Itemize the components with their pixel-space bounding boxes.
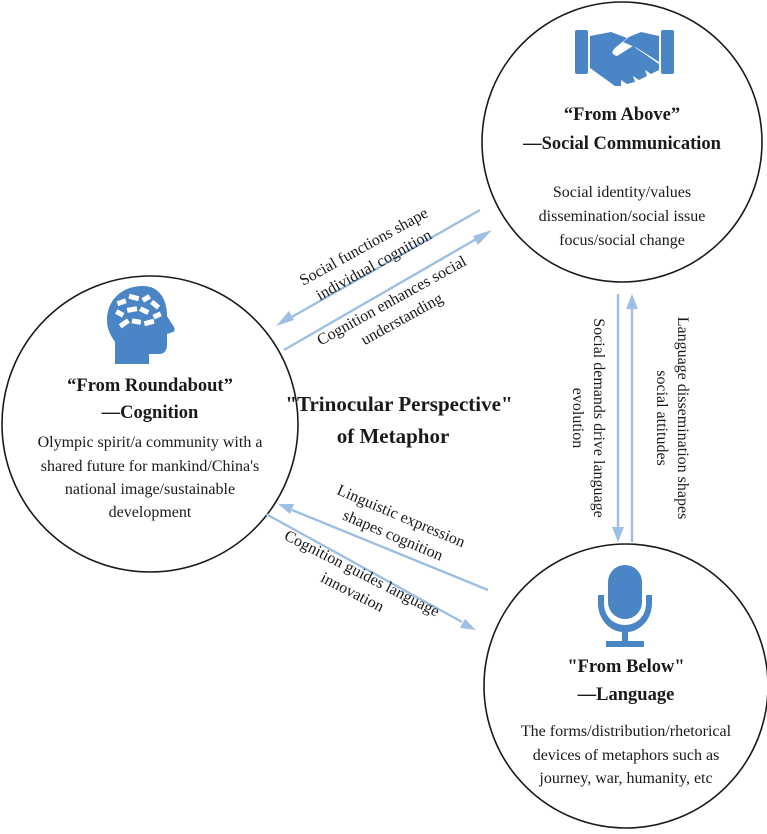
node-roundabout-desc-line4: development — [109, 504, 192, 521]
arrow-cognition-to-above — [283, 230, 492, 352]
label-above-to-language-line2: evolution — [569, 388, 586, 448]
label-language-to-above-line2: social attitudes — [653, 370, 670, 466]
node-below-desc-line2: devices of metaphors such as — [533, 747, 720, 764]
node-below-title-line2: —Language — [577, 685, 675, 705]
node-roundabout-desc-line1: Olympic spirit/a community with a — [38, 434, 263, 451]
microphone-icon — [598, 565, 652, 647]
label-language-to-above: Language dissemination shapes social att… — [653, 317, 691, 520]
label-above-to-language: Social demands drive language evolution — [569, 318, 607, 518]
arrow-language-to-cognition — [278, 504, 489, 592]
node-roundabout-desc-line2: shared future for mankind/China's — [41, 458, 259, 475]
node-circle-below — [483, 543, 767, 829]
node-below-title-line1: "From Below" — [567, 657, 684, 677]
center-title-line2: of Metaphor — [337, 424, 450, 448]
arrow-cognition-to-language — [265, 512, 476, 630]
label-above-to-language-line1: Social demands drive language — [590, 318, 607, 518]
arrow-language-to-above — [626, 294, 638, 542]
node-below-desc-line3: journey, war, humanity, etc — [538, 770, 712, 787]
node-roundabout-title-line1: “From Roundabout” — [67, 376, 233, 396]
node-below-desc-line1: The forms/distribution/rhetorical — [521, 723, 732, 740]
handshake-icon — [575, 30, 674, 86]
node-above-title-line1: “From Above” — [564, 105, 680, 125]
node-roundabout-title-line2: —Cognition — [101, 403, 199, 423]
label-language-to-above-line1: Language dissemination shapes — [674, 317, 691, 520]
node-circle-roundabout — [1, 275, 299, 573]
node-above-desc-line2: dissemination/social issue — [539, 208, 706, 225]
node-above-title-line2: —Social Communication — [522, 134, 722, 154]
arrow-above-to-cognition — [276, 208, 481, 326]
arrow-above-to-language — [612, 294, 624, 542]
node-roundabout-desc-line3: national image/sustainable — [65, 481, 235, 498]
node-circle-above — [481, 1, 763, 283]
node-above-desc-line3: focus/social change — [559, 232, 685, 249]
center-title-line1: "Trinocular Perspective" — [285, 392, 512, 416]
node-above-desc-line1: Social identity/values — [553, 184, 691, 201]
brain-head-icon — [107, 286, 175, 364]
